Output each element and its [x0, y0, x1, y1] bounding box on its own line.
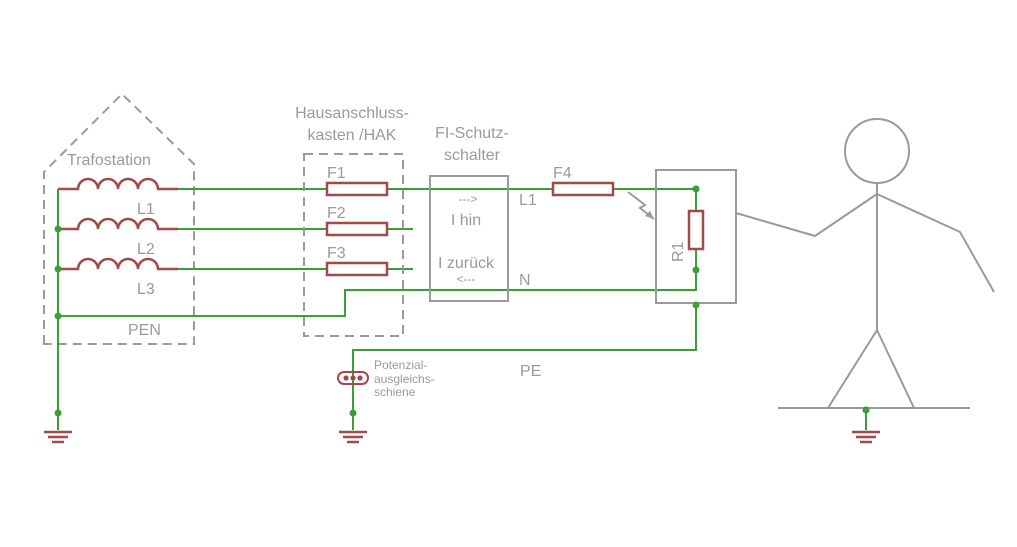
pas-label-line2: ausgleichs-: [374, 372, 435, 386]
node-r1-top: [692, 185, 700, 193]
trafostation-label: Trafostation: [67, 152, 151, 169]
trafostation-outline: [43, 92, 195, 345]
label-r1: R1: [670, 241, 687, 262]
label-f3: F3: [327, 245, 346, 262]
i-hin-label: I hin: [451, 212, 481, 229]
i-hin-arrow: --->: [459, 192, 478, 206]
label-f2: F2: [327, 205, 346, 222]
person-figure: [735, 118, 995, 409]
fault-arrow-icon: [627, 191, 655, 220]
node-star-l2: [54, 225, 62, 233]
node-r1-bottom: [692, 266, 700, 274]
fuse-f2: [325, 221, 389, 237]
node-star-l3: [54, 265, 62, 273]
ground-icon: [44, 413, 72, 444]
label-f4: F4: [553, 165, 572, 182]
fi-label-line2: schalter: [444, 147, 501, 164]
coil-l1: [58, 177, 178, 191]
wire-pen: [58, 270, 697, 317]
label-l3-trafo: L3: [137, 281, 155, 298]
coil-l3: [58, 257, 178, 271]
fuse-f4: [551, 181, 615, 197]
fi-switch-box: [429, 175, 509, 302]
hak-outline: [303, 153, 404, 337]
label-l1-trafo: L1: [137, 201, 155, 218]
resistor-r1: [687, 209, 705, 251]
equipotential-bar-icon: [337, 371, 369, 385]
hak-label-line1: Hausanschluss-: [295, 105, 409, 122]
wire-pe: [352, 305, 697, 413]
fi-label-line1: FI-Schutz-: [435, 125, 509, 142]
label-l1-out: L1: [519, 192, 537, 209]
label-pen: PEN: [128, 322, 161, 339]
i-zurueck-arrow: <---: [457, 272, 476, 286]
label-n-out: N: [519, 272, 531, 289]
ground-icon: [852, 410, 880, 444]
label-l2-trafo: L2: [137, 241, 155, 258]
i-zurueck-label: I zurück: [438, 255, 495, 272]
coil-l2: [58, 217, 178, 231]
pas-label-line1: Potenzial-: [374, 358, 427, 372]
node-pen: [54, 312, 62, 320]
fuse-f1: [325, 181, 389, 197]
label-pe: PE: [520, 363, 541, 380]
fuse-f3: [325, 261, 389, 277]
pas-label-line3: schiene: [374, 385, 416, 399]
label-f1: F1: [327, 165, 346, 182]
ground-icon: [339, 413, 367, 444]
hak-label-line2: kasten /HAK: [308, 127, 397, 144]
